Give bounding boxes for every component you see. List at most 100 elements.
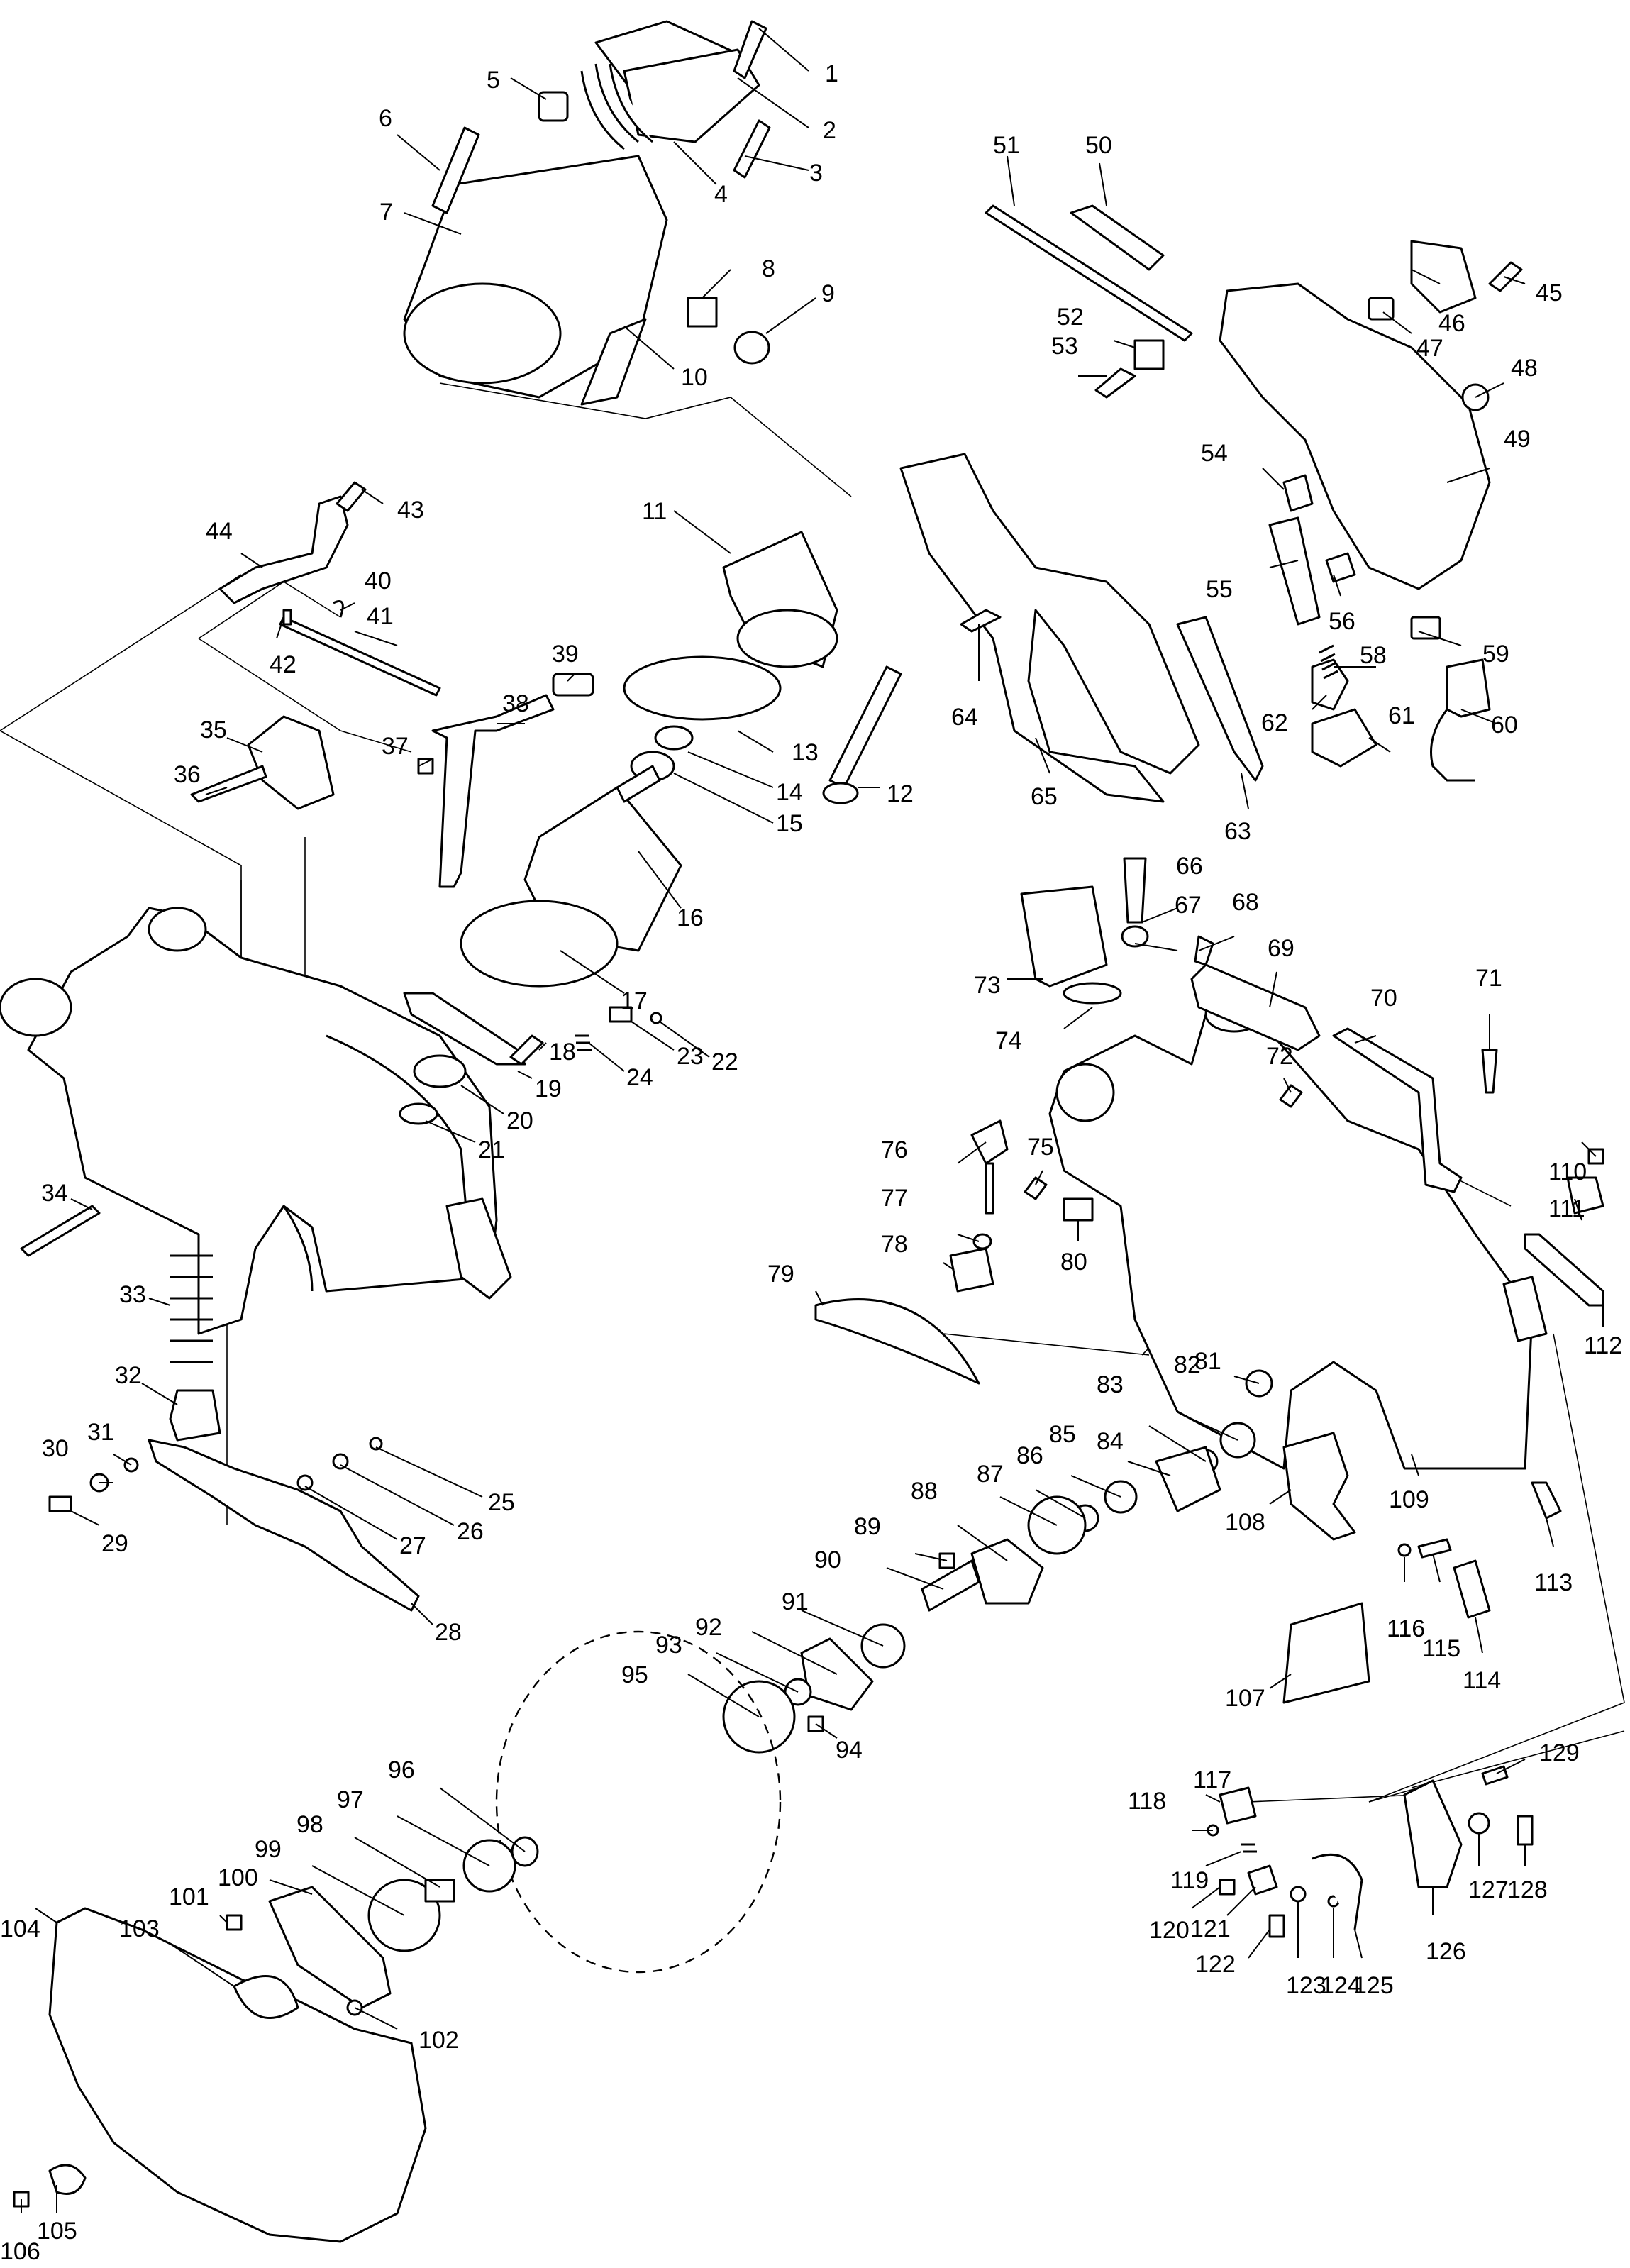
spindle-guard [282, 1205, 314, 1292]
washer-67 [1121, 925, 1149, 948]
callout-7: 7 [379, 199, 393, 226]
blade-case-lip [326, 1034, 470, 1235]
callout-72: 72 [1266, 1043, 1293, 1070]
hex-bolt-12 [828, 665, 902, 789]
pin-34 [20, 1205, 101, 1257]
lead-wires [580, 63, 653, 150]
callout-52: 52 [1057, 304, 1084, 331]
switch [1311, 658, 1349, 711]
callout-12: 12 [887, 780, 914, 807]
plate-107 [1282, 1602, 1370, 1704]
lever-70 [1332, 1027, 1463, 1193]
callout-108: 108 [1225, 1509, 1265, 1536]
arm-pivot [0, 978, 72, 1037]
callout-81: 81 [1194, 1348, 1221, 1375]
callout-92: 92 [695, 1614, 722, 1641]
callout-49: 49 [1504, 426, 1531, 453]
callout-63: 63 [1224, 818, 1251, 845]
callout-21: 21 [478, 1136, 505, 1163]
callout-45: 45 [1536, 280, 1563, 306]
callout-30: 30 [42, 1435, 69, 1462]
callout-112: 112 [1584, 1332, 1622, 1359]
brush-holder-cap-9 [733, 331, 770, 365]
callout-117: 117 [1193, 1766, 1231, 1793]
callout-91: 91 [782, 1588, 809, 1615]
callout-44: 44 [206, 518, 233, 545]
leader-lines [21, 28, 1604, 2213]
plate-114 [1453, 1559, 1491, 1619]
callout-114: 114 [1463, 1667, 1501, 1694]
screw-64 [960, 609, 1002, 633]
right-arm-group [722, 857, 1604, 1754]
callout-26: 26 [457, 1518, 484, 1545]
bearing-21 [399, 1102, 438, 1125]
screw-43 [336, 481, 367, 512]
latch-113 [1531, 1481, 1562, 1520]
callout-110: 110 [1548, 1158, 1587, 1185]
handle-rod [985, 204, 1193, 342]
switch-126 [1403, 1779, 1463, 1888]
callout-75: 75 [1027, 1134, 1054, 1161]
screw-18 [509, 1034, 544, 1066]
field-end [736, 609, 838, 668]
callout-87: 87 [977, 1461, 1004, 1488]
callout-36: 36 [174, 761, 201, 788]
callout-19: 19 [535, 1075, 562, 1102]
hex-bolt-66 [1123, 857, 1147, 924]
armature-shaft [616, 765, 661, 803]
callout-89: 89 [854, 1513, 881, 1540]
guard-plate-100 [268, 1886, 392, 2009]
callout-37: 37 [382, 733, 409, 760]
lever-cap-39 [552, 673, 594, 697]
screw-1 [733, 20, 767, 79]
callout-121: 121 [1190, 1915, 1231, 1942]
callout-125: 125 [1353, 1972, 1394, 1999]
carbon-brush [687, 297, 718, 328]
pan-head-screw-6 [431, 126, 480, 214]
callout-119: 119 [1170, 1867, 1209, 1894]
knob-76 [970, 1119, 1009, 1165]
callout-20: 20 [506, 1107, 533, 1134]
ball-bearing-14 [654, 725, 694, 751]
screw-37 [417, 758, 434, 775]
cord-60 [1430, 709, 1475, 782]
callout-17: 17 [621, 988, 648, 1014]
callout-14: 14 [776, 779, 803, 806]
callout-33: 33 [119, 1281, 146, 1308]
torsion-spring-103 [233, 1975, 299, 2019]
callout-86: 86 [1016, 1442, 1043, 1469]
callout-53: 53 [1051, 333, 1078, 360]
handle-group [899, 204, 1523, 803]
callout-84: 84 [1097, 1428, 1124, 1455]
spring-holder-32 [169, 1389, 221, 1442]
arm-bore [148, 907, 207, 952]
callout-67: 67 [1175, 892, 1202, 919]
callout-80: 80 [1060, 1249, 1087, 1276]
callout-1: 1 [825, 60, 838, 87]
gear-housing [1048, 1006, 1534, 1470]
callout-73: 73 [974, 972, 1001, 999]
baffle-ring [623, 655, 782, 721]
callout-47: 47 [1416, 335, 1443, 362]
screw-129 [1481, 1765, 1509, 1786]
washer-27 [296, 1474, 314, 1491]
callout-102: 102 [418, 2027, 459, 2054]
callout-46: 46 [1438, 310, 1465, 337]
stopper-78 [949, 1247, 994, 1293]
spindle-90 [921, 1559, 980, 1612]
callout-129: 129 [1539, 1739, 1580, 1766]
callout-18: 18 [549, 1039, 576, 1066]
callout-59: 59 [1482, 641, 1509, 668]
callout-32: 32 [115, 1362, 142, 1389]
callout-95: 95 [621, 1661, 648, 1688]
callout-24: 24 [626, 1064, 653, 1091]
callout-107: 107 [1225, 1685, 1265, 1712]
callout-8: 8 [762, 255, 775, 282]
washer-26 [332, 1453, 349, 1470]
pin-42 [282, 609, 292, 626]
callout-94: 94 [836, 1737, 863, 1764]
baffle-plate [580, 318, 647, 406]
hex-bolt-12-head [822, 782, 859, 804]
lock-lever-38 [431, 694, 555, 888]
